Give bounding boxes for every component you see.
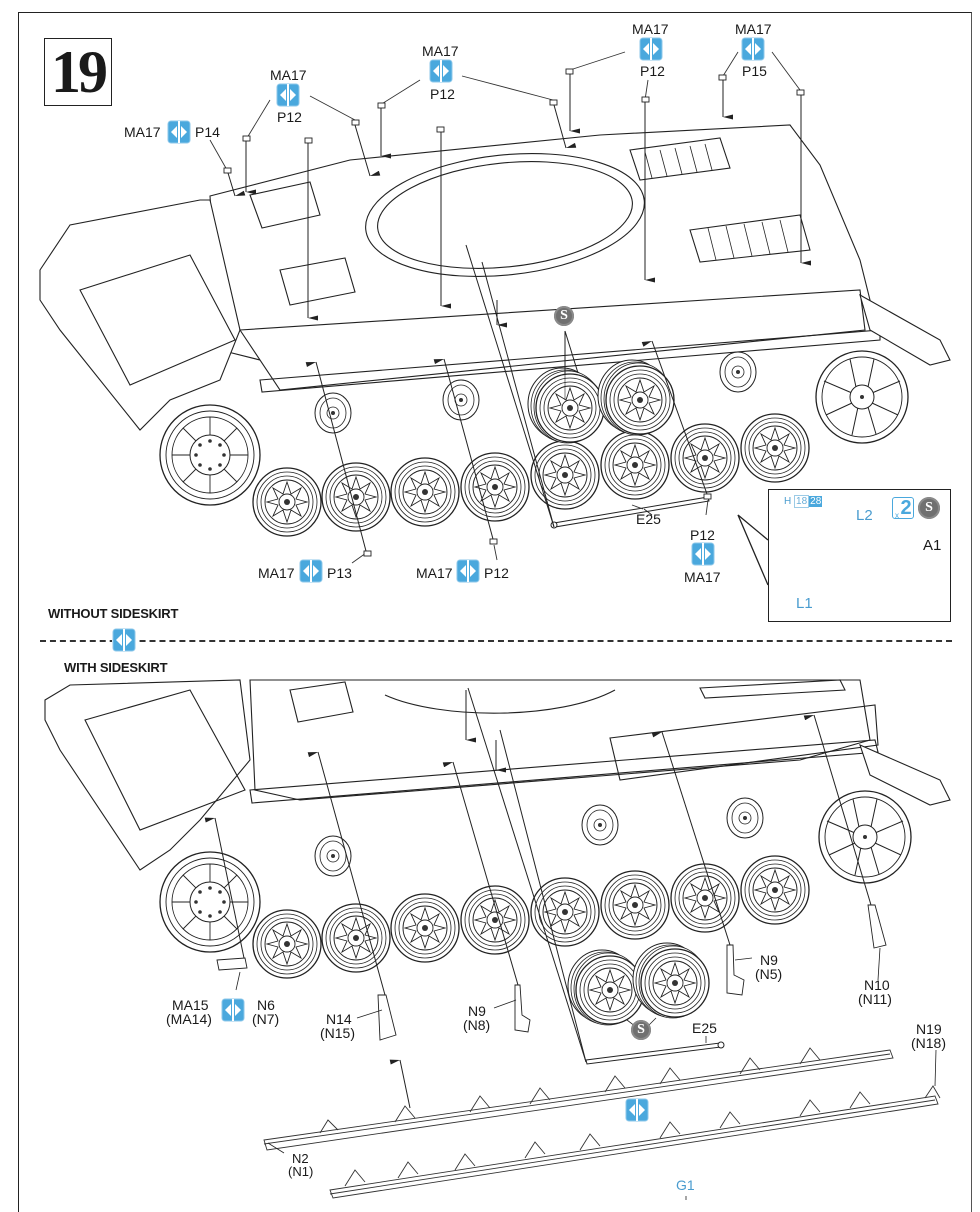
lower-hull [44,679,951,871]
glue-both-sides-icon [299,559,323,583]
callout-n10-label: N10 [864,977,890,993]
section-without-sideskirt: WITHOUT SIDESKIRT [48,606,179,621]
lower-running-gear [159,790,912,1025]
callout-ma17-p14-glue: MA17 [124,124,161,140]
multiplier-value: 2 [900,497,912,519]
callout-p15-label: P15 [742,63,767,79]
glue-both-sides-icon [639,37,663,61]
callout-n7-label: (N7) [252,1011,280,1027]
sprue-number-18: 18 [794,495,810,508]
callout-ma17-label: MA17 [735,21,772,37]
callout-p13-label: P13 [327,565,352,581]
callout-ma17-label: MA17 [422,43,459,59]
callout-n6-label: N6 [257,997,275,1013]
callout-n15-label: (N15) [320,1025,356,1041]
callout-p12-label: P12 [484,565,509,581]
callout-n11-label: (N11) [858,991,892,1007]
callout-p12-label: P12 [640,63,665,79]
callout-p12-label: P12 [277,109,302,125]
sprue-s-badge: S [918,497,940,519]
sprue-number-28: 28 [809,496,823,507]
part-e25-label: E25 [636,511,661,527]
callout-ma17-label: MA17 [632,21,669,37]
glue-both-sides-icon [221,998,245,1022]
glue-both-sides-icon [167,120,191,144]
callout-ma17-label: MA17 [684,569,721,585]
glue-both-sides-icon [456,559,480,583]
side-skirts [263,1047,941,1199]
page-frame [18,12,972,1212]
callout-p12-label: P12 [430,86,455,102]
callout-n2-label: N2 [292,1151,309,1166]
section-divider [40,640,952,642]
section-with-sideskirt: WITH SIDESKIRT [64,660,168,675]
glue-both-sides-icon [429,59,453,83]
glue-both-sides-icon [112,628,136,652]
part-g1-label: G1 [676,1177,695,1193]
rod-e25-lower [585,1036,725,1065]
callout-ma15-label: MA15 [172,997,209,1013]
part-e25-label: E25 [692,1020,717,1036]
step-number-box: 19 [44,38,112,106]
glue-both-sides-icon [741,37,765,61]
callout-p14-label: P14 [195,124,220,140]
callout-n1-label: (N1) [288,1164,314,1179]
callout-n19-label: N19 [916,1021,942,1037]
callout-ma17-label: MA17 [270,67,307,83]
multiplier-prefix: x [895,511,899,520]
callout-n9-label: N9 [760,952,778,968]
callout-ma17-label: MA17 [416,565,453,581]
callout-p12-label: P12 [690,527,715,543]
part-l2-label: L2 [856,507,873,524]
sprue-letter: H [784,496,792,507]
callout-n9-label: N9 [468,1003,486,1019]
glue-both-sides-icon [691,542,715,566]
callout-ma17-label: MA17 [258,565,295,581]
callout-n18-label: (N18) [911,1035,947,1051]
callout-ma14-label: (MA14) [166,1011,212,1027]
part-a1-label: A1 [923,537,942,554]
callout-n5-label: (N5) [755,966,783,982]
callout-n8-label: (N8) [463,1017,491,1033]
sprue-s-badge: S [554,306,574,326]
sprue-s-badge: S [631,1020,651,1040]
step-number: 19 [51,39,108,105]
glue-both-sides-icon [625,1098,649,1122]
upper-hull [39,124,951,431]
part-l1-label: L1 [796,595,813,612]
callout-n14-label: N14 [326,1011,352,1027]
glue-both-sides-icon [276,83,300,107]
